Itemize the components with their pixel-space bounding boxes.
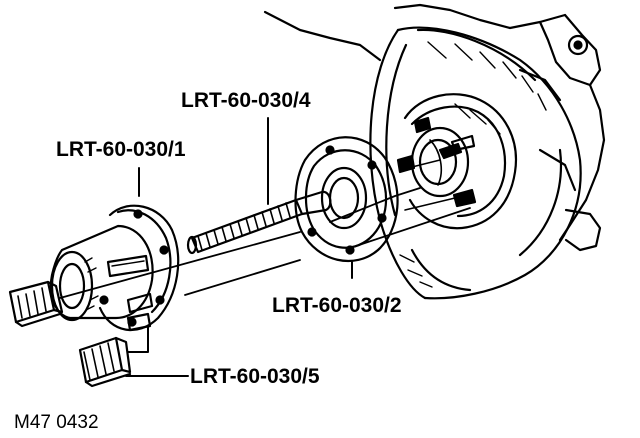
adaptor-plate — [294, 136, 399, 263]
assembly-center-lines — [59, 159, 471, 299]
brake-disc — [369, 26, 582, 300]
socket-adaptor — [78, 336, 132, 388]
leader-lines — [125, 117, 353, 377]
nut — [8, 280, 64, 328]
hub-studs — [396, 116, 477, 208]
wheel-hub — [396, 93, 518, 230]
label-lrt-60-030-4: LRT-60-030/4 — [181, 89, 311, 112]
label-lrt-60-030-2: LRT-60-030/2 — [272, 294, 402, 317]
puller-body — [49, 204, 180, 332]
steering-knuckle — [263, 3, 606, 252]
figure-number: M47 0432 — [14, 412, 99, 433]
forcing-screw — [186, 190, 332, 255]
label-lrt-60-030-1: LRT-60-030/1 — [56, 138, 186, 161]
label-lrt-60-030-5: LRT-60-030/5 — [190, 365, 320, 388]
